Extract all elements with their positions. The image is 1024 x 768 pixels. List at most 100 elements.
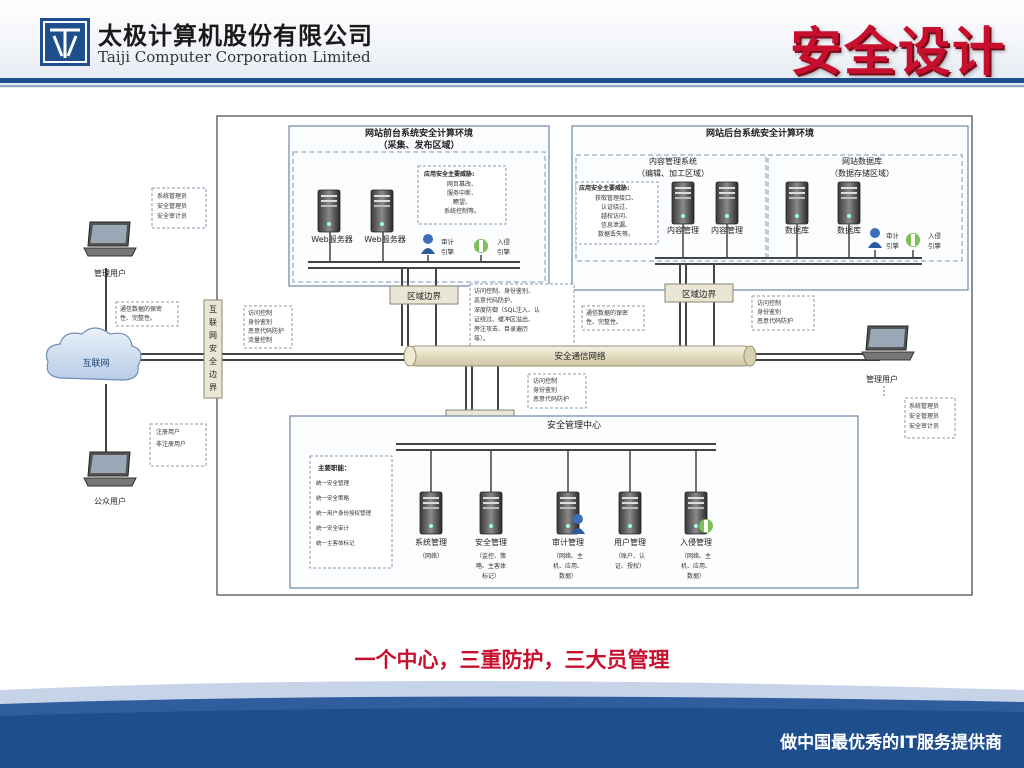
threat-line: 认证绕过、	[601, 203, 631, 211]
management-server-label: 审计管理	[552, 537, 584, 547]
duties-heading: 主要职能：	[318, 463, 351, 472]
protection-line: 访问控制	[757, 299, 781, 307]
front-env-subtitle: （采集、发布区域）	[378, 139, 459, 151]
protection-line: 访问控制	[533, 377, 557, 385]
protection-line: 恶意代码防护、	[474, 297, 516, 305]
role-line: 安全审计员	[909, 422, 939, 430]
management-server-label: 安全管理	[475, 537, 507, 547]
duty-line: 统一安全审计	[316, 524, 350, 532]
management-server-desc: 机、应用、	[681, 562, 711, 570]
laptop-icon	[83, 221, 137, 257]
management-server-icon	[479, 491, 503, 535]
protection-line: 恶意代码防护	[248, 327, 284, 335]
management-server-desc: （网络）	[419, 552, 443, 560]
threat-heading: 应用安全主要威胁:	[579, 184, 629, 192]
zone-boundary-label: 区域边界	[407, 291, 442, 302]
protection-line: 恶意代码防护	[533, 395, 569, 403]
role-line: 系统管理员	[909, 402, 939, 410]
internet-boundary-char: 联	[209, 318, 217, 327]
protection-line: 访问控制、身份鉴别、	[474, 287, 534, 295]
protection-line: 身份鉴别	[533, 386, 557, 394]
ids-engine-icon	[906, 233, 920, 247]
management-server-icon	[419, 491, 443, 535]
role-line: 安全审计员	[157, 212, 187, 220]
front-threats-note: 应用安全主要威胁:网页篡改、服务中断、瞭望、系统控制等。	[424, 170, 480, 215]
ids-engine-label: 引擎	[497, 247, 511, 256]
zone-boundary: 区域边界	[389, 285, 459, 305]
threat-line: 数据丢失等。	[598, 230, 634, 238]
ids-badge-icon	[699, 519, 713, 533]
company-logo	[40, 18, 90, 66]
laptop-icon	[861, 325, 915, 361]
duty-line: 统一安全管理	[316, 479, 350, 487]
front-env-title: 网站前台系统安全计算环境	[365, 127, 473, 139]
protection-line: 流量控制	[248, 336, 272, 344]
protection-line: 性、完整性。	[120, 314, 156, 322]
ids-engine-label: 入侵	[928, 231, 942, 240]
duty-line: 统一安全策略	[316, 494, 350, 502]
protection-line: 访问控制	[248, 309, 272, 317]
zone-boundary: 区域边界	[664, 283, 734, 303]
page-title: 安全设计	[789, 23, 1006, 83]
center-title: 安全管理中心	[547, 419, 601, 431]
ids-engine-label: 引擎	[928, 241, 942, 250]
protection-line: 身份鉴别	[248, 318, 272, 326]
role-line: 安全管理员	[157, 202, 187, 210]
web-server-icon	[370, 189, 394, 233]
back-threats-note: 应用安全主要威胁:获取管理接口、认证绕过、越权访问、信息泄漏、数据丢失等。	[579, 184, 637, 238]
protection-line: 旁注攻击、目录遍历	[474, 325, 528, 333]
threat-line: 信息泄漏、	[601, 221, 631, 229]
threat-line: 瞭望、	[453, 198, 471, 206]
management-server-desc: （网络、主	[553, 552, 583, 560]
laptop-icon	[83, 451, 137, 487]
management-server-icon	[556, 491, 580, 535]
db-server-icon	[837, 181, 861, 225]
protection-line: 性、完整性。	[586, 318, 622, 326]
internet-boundary-char: 全	[209, 356, 217, 366]
internet-boundary-char: 安	[209, 343, 217, 353]
internet-boundary-char: 网	[209, 331, 217, 340]
management-server-desc: （账户、认	[615, 552, 645, 560]
threat-heading: 应用安全主要威胁:	[424, 170, 474, 178]
threat-line: 系统控制等。	[444, 207, 480, 215]
ids-engine-label: 入侵	[497, 237, 511, 246]
secure-network-label: 安全通信网络	[554, 351, 606, 362]
secure-network-bus: 安全通信网络	[403, 345, 757, 367]
management-server-desc: 机、应用、	[553, 562, 583, 570]
management-server-label: 用户管理	[614, 537, 646, 547]
management-server-label: 入侵管理	[680, 537, 712, 547]
protection-line: 通信数据的保密	[586, 309, 628, 317]
back-environment: 网站后台系统安全计算环境 内容管理系统 （编辑、加工区域） 网站数据库 （数据存…	[571, 125, 969, 291]
web-server-label: Web服务器	[311, 234, 352, 244]
audit-engine-label: 引擎	[886, 241, 900, 250]
cms-server-icon	[715, 181, 739, 225]
internet-label: 互联网	[82, 358, 109, 369]
role-line: 安全管理员	[909, 412, 939, 420]
protection-line: 身份鉴别	[757, 308, 781, 316]
security-architecture-diagram: 网站前台系统安全计算环境 （采集、发布区域） 应用安全主要威胁:网页篡改、服务中…	[45, 115, 973, 596]
slide-caption: 一个中心，三重防护，三大员管理	[354, 648, 670, 672]
db-subtitle: （数据存储区域）	[830, 168, 894, 178]
management-server-desc: （网络、主	[681, 552, 711, 560]
threat-line: 网页篡改、	[447, 180, 477, 188]
cms-subtitle: （编辑、加工区域）	[637, 168, 709, 178]
role-line: 非注册用户	[156, 440, 186, 448]
threat-line: 获取管理接口、	[595, 194, 637, 202]
back-env-title: 网站后台系统安全计算环境	[706, 127, 814, 139]
protection-line: 证绕过、缓冲区溢出、	[474, 316, 534, 324]
protection-line: 等）。	[474, 335, 489, 343]
audit-engine-label: 审计	[886, 231, 900, 240]
zone-boundary-label: 区域边界	[682, 289, 717, 300]
audit-engine-label: 引擎	[441, 247, 455, 256]
ids-engine-icon	[474, 239, 488, 253]
management-server-desc: 略、主客体	[476, 562, 506, 570]
internet-boundary-char: 互	[209, 305, 217, 314]
role-line: 注册用户	[156, 428, 180, 436]
admin-user-label: 管理用户	[94, 268, 126, 278]
front-environment: 网站前台系统安全计算环境 （采集、发布区域） 应用安全主要威胁:网页篡改、服务中…	[288, 125, 550, 287]
